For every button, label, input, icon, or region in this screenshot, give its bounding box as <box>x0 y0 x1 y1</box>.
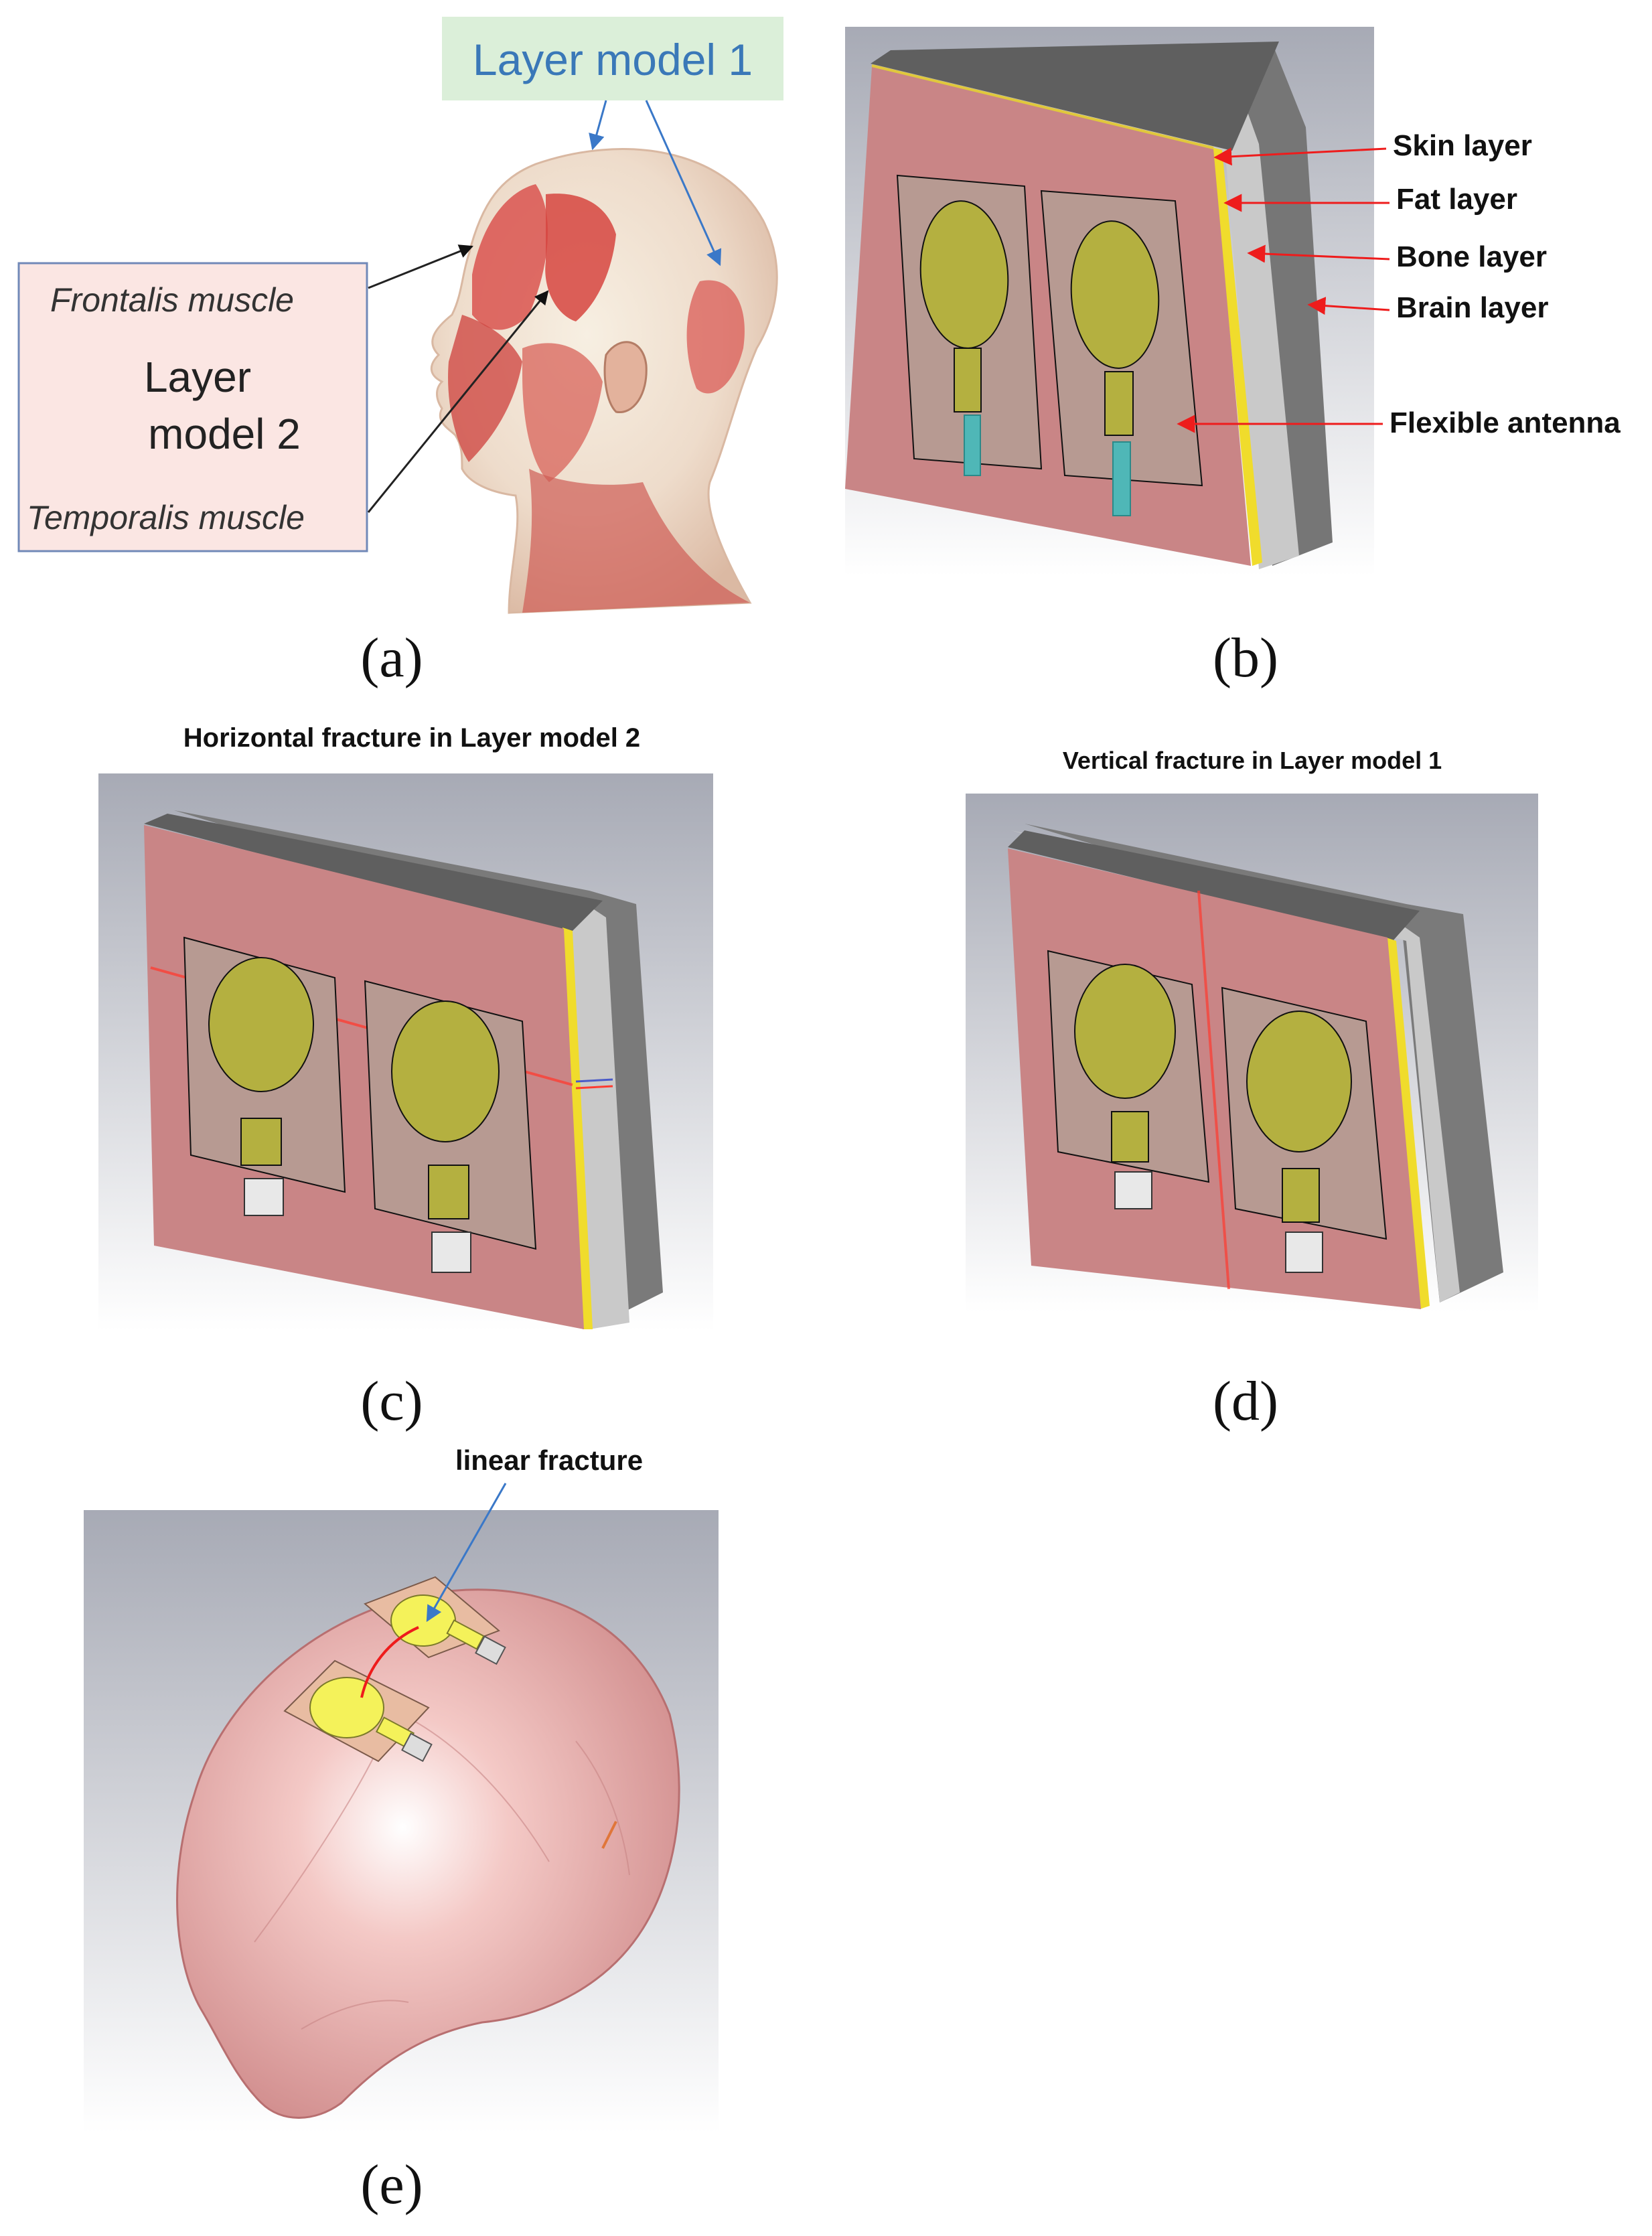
panel-d: Vertical fracture in Layer model 1 (d) <box>966 747 1538 1432</box>
antenna-patch-d-right <box>1221 986 1387 1273</box>
arrow-frontalis <box>368 244 473 289</box>
layer-model-2-line2: model 2 <box>148 410 301 458</box>
panel-a-label: (a) <box>360 627 423 689</box>
antenna-patch-b-right <box>1040 190 1203 516</box>
layer-model-1-box <box>442 17 783 100</box>
arrow-layer-model-1-a <box>589 100 607 151</box>
panel-d-label: (d) <box>1213 1370 1278 1432</box>
layer-model-1-label: Layer model 1 <box>473 35 753 84</box>
layer-model-2-line1: Layer <box>144 353 251 401</box>
panel-e-label: (e) <box>360 2154 423 2216</box>
temporalis-label: Temporalis muscle <box>27 499 305 536</box>
antenna-patch-c-left <box>183 936 346 1216</box>
antenna-patch-c-right <box>364 980 537 1273</box>
fat-layer-label: Fat layer <box>1396 183 1517 216</box>
arrow-skin <box>1213 147 1387 166</box>
bone-layer-label: Bone layer <box>1396 240 1547 273</box>
arrow-brain <box>1307 297 1390 315</box>
arrow-bone <box>1247 244 1390 263</box>
slab-top-b <box>871 42 1279 151</box>
panel-b-label: (b) <box>1213 627 1278 689</box>
brain-layer-label: Brain layer <box>1396 291 1548 324</box>
linear-fracture-e <box>360 1626 419 1698</box>
panel-d-title: Vertical fracture in Layer model 1 <box>1063 747 1442 774</box>
frontalis-label: Frontalis muscle <box>50 281 294 319</box>
panel-c-label: (c) <box>360 1370 423 1432</box>
layer-model-2-box <box>17 262 368 552</box>
arrow-linear-fracture <box>426 1483 507 1623</box>
antenna-patch-b-left <box>896 174 1043 476</box>
arrow-layer-model-1-b <box>645 100 722 267</box>
arrow-temporalis <box>367 290 549 513</box>
skin-layer-label: Skin layer <box>1393 129 1532 162</box>
vertical-fracture-d <box>1197 890 1230 1290</box>
panel-e-title: linear fracture <box>455 1444 643 1476</box>
antenna-patch-d-left <box>1047 950 1210 1209</box>
panel-b: Skin layer Fat layer Bone layer Brain la… <box>845 27 1621 689</box>
panel-c-title: Horizontal fracture in Layer model 2 <box>183 723 640 753</box>
panel-c: Horizontal fracture in Layer model 2 (c) <box>98 723 713 1432</box>
flexible-antenna-label: Flexible antenna <box>1390 406 1621 439</box>
panel-e: linear fracture (e) <box>84 1444 719 2216</box>
panel-a: Layer model 1 Frontalis muscle Layer mod… <box>17 17 783 689</box>
head-illustration <box>430 148 778 614</box>
antenna-patch-e-bottom <box>283 1659 433 1763</box>
fat-layer-b <box>1212 147 1262 566</box>
